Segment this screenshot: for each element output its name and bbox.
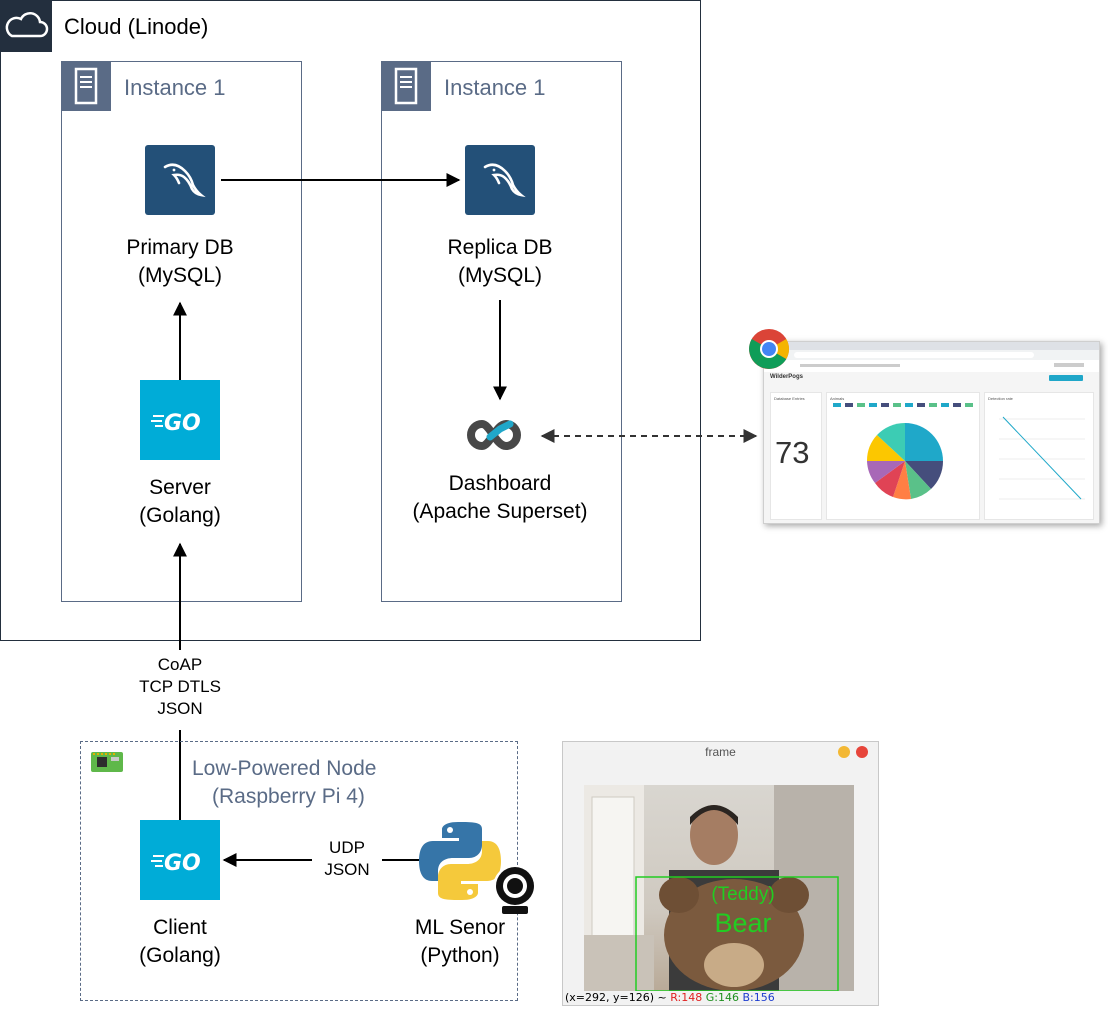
cloud-title: Cloud (Linode) xyxy=(64,14,209,39)
client-label: Client (Golang) xyxy=(90,914,270,970)
dashboard-name: Dashboard xyxy=(448,472,552,495)
line-chart xyxy=(999,416,1085,500)
pixel-g: G:146 xyxy=(705,991,739,1004)
server-icon xyxy=(381,61,431,111)
pie-legend xyxy=(833,403,975,407)
replica-db-name: Replica DB xyxy=(447,236,553,259)
panel-detection-rate: Detection rate xyxy=(984,392,1094,520)
instance-group-replica xyxy=(381,61,622,602)
chip-icon xyxy=(89,749,125,775)
node-title-line1: Low-Powered Node xyxy=(192,757,377,780)
mysql-icon xyxy=(145,145,215,215)
panel-database-entries: Database Entries 73 xyxy=(770,392,822,520)
edge-label-line: JSON xyxy=(157,699,203,718)
instance-title: Instance 1 xyxy=(124,75,226,100)
address-field[interactable] xyxy=(794,352,1034,358)
edge-label-line: JSON xyxy=(324,860,370,879)
edge-label-client-server: CoAP TCP DTLS JSON xyxy=(120,654,240,720)
go-icon: GO xyxy=(140,820,220,900)
cloud-icon xyxy=(0,0,52,52)
pixel-status: (x=292, y=126) ~ R:148 G:146 B:156 xyxy=(565,991,775,1004)
dashboard-screenshot: WilderPogs Database Entries 73 Animals D… xyxy=(763,341,1100,524)
primary-db-label: Primary DB (MySQL) xyxy=(90,234,270,290)
big-number: 73 xyxy=(775,435,810,470)
chrome-icon xyxy=(748,328,790,370)
replica-db-tech: (MySQL) xyxy=(458,264,542,287)
superset-icon xyxy=(460,412,540,457)
server-label: Server (Golang) xyxy=(90,474,270,530)
server-name: Server xyxy=(149,476,211,499)
edge-label-line: TCP DTLS xyxy=(139,677,221,696)
edge-label-line: UDP xyxy=(329,838,365,857)
panel2-title: Animals xyxy=(830,396,845,401)
edit-dashboard-button[interactable] xyxy=(1049,375,1083,381)
edge-label-sensor-client: UDP JSON xyxy=(312,837,382,881)
svg-text:GO: GO xyxy=(164,851,201,876)
panel3-title: Detection rate xyxy=(988,396,1013,401)
superset-dashboard: WilderPogs Database Entries 73 Animals D… xyxy=(764,372,1099,523)
svg-text:GO: GO xyxy=(164,411,201,436)
frame-window: frame (Teddy) Bear (x=292, y=126) ~ R:14… xyxy=(562,741,879,1006)
camera-frame xyxy=(584,785,854,991)
cloud-group xyxy=(0,0,701,641)
browser-address-bar xyxy=(764,350,1099,360)
pixel-r: R:148 xyxy=(670,991,703,1004)
nav-settings xyxy=(1054,363,1084,367)
ml-sensor-tech: (Python) xyxy=(420,944,500,967)
primary-db-tech: (MySQL) xyxy=(138,264,222,287)
python-icon xyxy=(418,820,502,902)
node-title-line2: (Raspberry Pi 4) xyxy=(212,785,365,808)
server-tech: (Golang) xyxy=(139,504,221,527)
mysql-icon xyxy=(465,145,535,215)
edge-label-line: CoAP xyxy=(157,655,203,674)
dashboard-title: WilderPogs xyxy=(770,374,803,380)
pie-chart xyxy=(866,422,944,500)
detection-label: (Teddy) xyxy=(711,884,775,905)
ml-sensor-name: ML Senor xyxy=(414,916,506,939)
frame-window-title: frame xyxy=(705,745,736,759)
browser-tabbar xyxy=(764,342,1099,350)
detection-class: Bear xyxy=(714,908,772,938)
minimize-button[interactable] xyxy=(838,746,850,758)
instance-title: Instance 1 xyxy=(444,75,546,100)
go-icon: GO xyxy=(140,380,220,460)
close-button[interactable] xyxy=(856,746,868,758)
ml-sensor-label: ML Senor (Python) xyxy=(380,914,540,970)
pixel-coords: (x=292, y=126) ~ xyxy=(565,991,671,1004)
dashboard-label: Dashboard (Apache Superset) xyxy=(380,470,620,526)
server-icon xyxy=(61,61,111,111)
client-tech: (Golang) xyxy=(139,944,221,967)
dashboard-tech: (Apache Superset) xyxy=(412,500,588,523)
pixel-b: B:156 xyxy=(742,991,775,1004)
nav-links xyxy=(800,364,900,367)
replica-db-label: Replica DB (MySQL) xyxy=(410,234,590,290)
panel1-title: Database Entries xyxy=(774,396,805,401)
client-name: Client xyxy=(153,916,207,939)
webcam-icon xyxy=(490,862,540,918)
panel-animals: Animals xyxy=(826,392,980,520)
primary-db-name: Primary DB xyxy=(126,236,234,259)
instance-group-primary xyxy=(61,61,302,602)
